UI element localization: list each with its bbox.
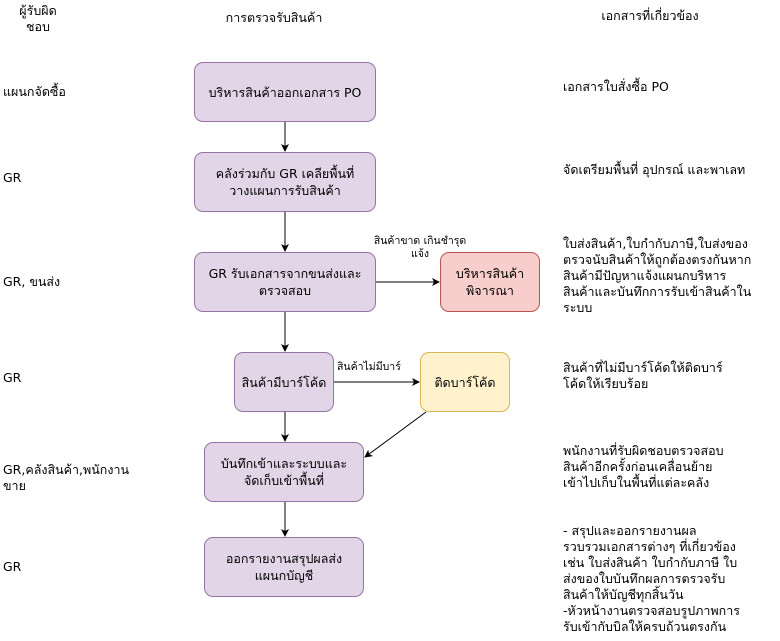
edge-label-no-barcode: สินค้าไม่มีบาร์	[337, 361, 401, 374]
document-3: ใบส่งสินค้า,ใบกำกับภาษี,ใบส่งของ ตรวจนับ…	[563, 236, 752, 315]
step-apply-barcode[interactable]: ติดบาร์โค้ด	[420, 352, 510, 412]
responsible-1: แผนกจัดซื้อ	[3, 84, 66, 99]
step-plan-space[interactable]: คลังร่วมกับ GR เคลียพื้นที่ วางแผนการรับ…	[194, 152, 376, 212]
responsible-5: GR,คลังสินค้า,พนักงาน ขาย	[3, 462, 130, 493]
document-4: สินค้าที่ไม่มีบาร์โค้ดให้ติดบาร์ โค้ดให้…	[563, 360, 723, 391]
document-5: พนักงานที่รับผิดชอบตรวจสอบ สินค้าอีกครั้…	[563, 443, 724, 490]
header-process: การตรวจรับสินค้า	[225, 10, 323, 25]
document-6: - สรุปและออกรายงานผล รวบรวมเอกสารต่างๆ ท…	[563, 523, 740, 634]
responsible-3: GR, ขนส่ง	[3, 274, 61, 289]
responsible-6: GR	[3, 559, 22, 574]
header-documents: เอกสารที่เกี่ยวข้อง	[601, 8, 699, 23]
step-has-barcode[interactable]: สินค้ามีบาร์โค้ด	[234, 352, 334, 412]
step-management-review[interactable]: บริหารสินค้า พิจารณา	[440, 252, 540, 312]
step-receive-docs[interactable]: GR รับเอกสารจากขนส่งและ ตรวจสอบ	[194, 252, 376, 312]
step-record-store[interactable]: บันทึกเข้าและระบบและ จัดเก็บเข้าพื้นที่	[204, 442, 364, 502]
arrow-apply-to-record	[364, 411, 427, 458]
document-2: จัดเตรียมพื้นที่ อุปกรณ์ และพาเลท	[563, 162, 746, 177]
step-issue-po[interactable]: บริหารสินค้าออกเอกสาร PO	[194, 62, 376, 122]
step-report-accounting[interactable]: ออกรายงานสรุปผลส่ง แผนกบัญชี	[204, 537, 364, 597]
document-1: เอกสารใบสั่งซื้อ PO	[563, 79, 669, 94]
edge-label-shortage: สินค้าขาด เกินชำรุด แจ้ง	[373, 235, 467, 260]
responsible-2: GR	[3, 170, 22, 185]
responsible-4: GR	[3, 370, 22, 385]
header-responsible: ผู้รับผิด ชอบ	[19, 3, 57, 34]
